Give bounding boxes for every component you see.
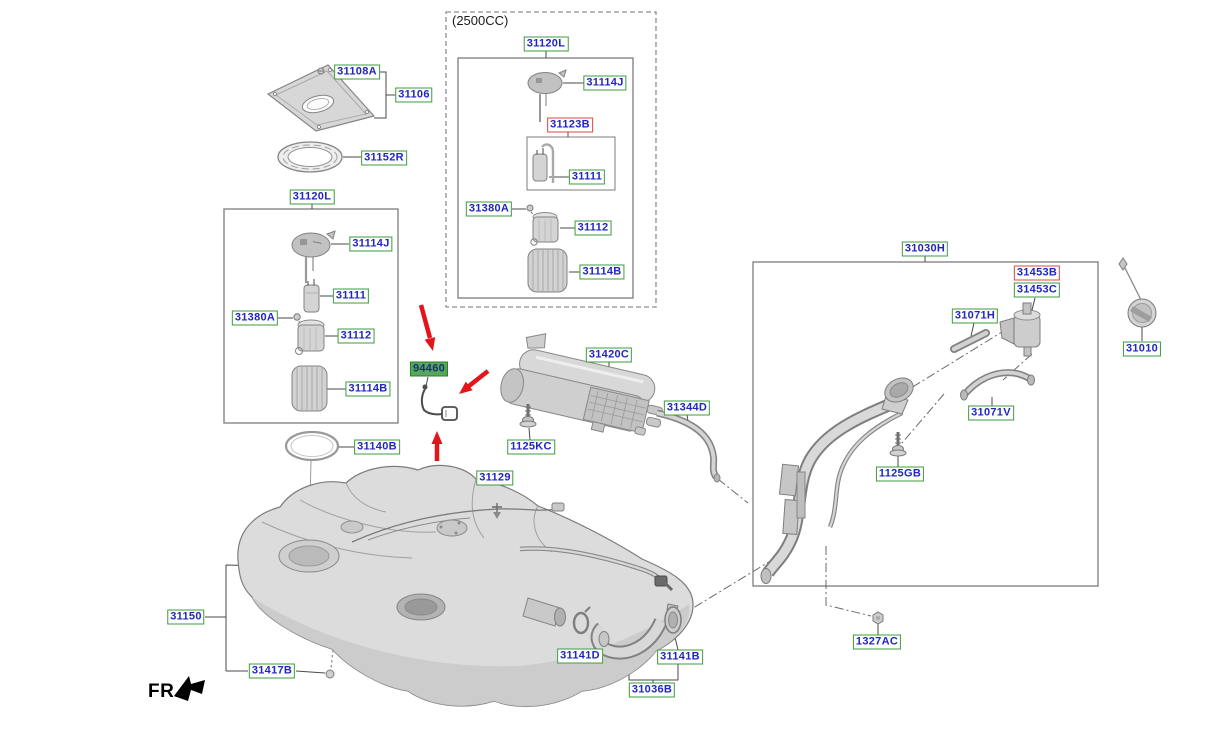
part-label-31380A[interactable]: 31380A [231, 310, 279, 326]
part-label-31150[interactable]: 31150 [167, 609, 205, 625]
part-label-31420C[interactable]: 31420C [585, 347, 633, 363]
sender-wire-94460-art [420, 384, 458, 421]
part-label-1327AC[interactable]: 1327AC [852, 634, 902, 650]
part-label-31453B[interactable]: 31453B [1013, 265, 1061, 281]
vapor-hose-31344D-art [656, 409, 721, 483]
vent-valve-31453-art [999, 302, 1041, 357]
part-label-31141B[interactable]: 31141B [657, 649, 703, 665]
part-label-31114J[interactable]: 31114J [349, 236, 393, 252]
part-label-1125GB[interactable]: 1125GB [875, 466, 925, 482]
part-label-31120L[interactable]: 31120L [289, 189, 335, 205]
part-label-31071V[interactable]: 31071V [968, 405, 1014, 421]
part-label-31112[interactable]: 31112 [574, 220, 612, 236]
part-label-31344D[interactable]: 31344D [663, 400, 711, 416]
engine-2500cc-dashed-box [445, 11, 657, 308]
part-label-31114B[interactable]: 31114B [345, 381, 391, 397]
part-label-31071H[interactable]: 31071H [951, 308, 999, 324]
part-label-31417B[interactable]: 31417B [248, 663, 296, 679]
tank-gasket-art [284, 430, 340, 462]
part-label-31112[interactable]: 31112 [337, 328, 375, 344]
lock-ring-art [277, 141, 343, 173]
pump-module-box [223, 208, 399, 424]
part-label-94460[interactable]: 94460 [409, 361, 449, 377]
hose-31071H-art [950, 329, 990, 353]
part-label-31030H[interactable]: 31030H [901, 241, 949, 257]
part-label-31114J[interactable]: 31114J [583, 75, 627, 91]
dash-dot-lines [679, 326, 1033, 617]
part-label-31010[interactable]: 31010 [1122, 341, 1162, 357]
part-label-31152R[interactable]: 31152R [361, 150, 407, 166]
engine-variant-note: (2500CC) [452, 13, 509, 28]
canister-art [500, 333, 663, 436]
bolt-31417B-art [325, 669, 335, 679]
front-direction-label: FR. [148, 681, 181, 702]
pump-module-left-art [291, 230, 336, 412]
hose-31071V-art [960, 369, 1035, 401]
protector-plate-art [266, 64, 376, 132]
red-arrows [418, 304, 490, 461]
part-label-31453C[interactable]: 31453C [1013, 282, 1061, 298]
clip-31129-art [492, 503, 502, 513]
fuel-cap-31010-art [1118, 257, 1157, 328]
part-label-31120L[interactable]: 31120L [523, 36, 569, 52]
part-label-31141D[interactable]: 31141D [557, 648, 603, 664]
filler-hose-art [572, 603, 682, 660]
part-label-31123B[interactable]: 31123B [547, 117, 593, 133]
bolt-1125GB-art [889, 432, 907, 457]
pump-sub-box-2500 [526, 136, 616, 191]
bolt-1125KC-art [519, 404, 537, 428]
part-label-1125KC[interactable]: 1125KC [507, 439, 555, 455]
pump-module-2500-art [526, 69, 568, 293]
clamp-31141D-art [572, 611, 590, 635]
part-label-31380A[interactable]: 31380A [465, 201, 513, 217]
filler-neck-art [760, 377, 914, 584]
red-arrow-down-icon [418, 304, 433, 339]
part-label-31106[interactable]: 31106 [395, 87, 433, 103]
part-label-31036B[interactable]: 31036B [628, 682, 676, 698]
part-label-31111[interactable]: 31111 [568, 169, 606, 185]
part-label-31108A[interactable]: 31108A [334, 64, 380, 80]
fuel-tank-art [237, 464, 694, 708]
part-label-31140B[interactable]: 31140B [354, 439, 400, 455]
part-label-31111[interactable]: 31111 [332, 288, 370, 304]
part-label-31114B[interactable]: 31114B [579, 264, 625, 280]
fr-arrow-icon [174, 676, 205, 701]
nut-1327AC-art [872, 611, 884, 625]
red-arrow-diagonal-icon [467, 369, 490, 388]
part-label-31129[interactable]: 31129 [476, 470, 514, 486]
